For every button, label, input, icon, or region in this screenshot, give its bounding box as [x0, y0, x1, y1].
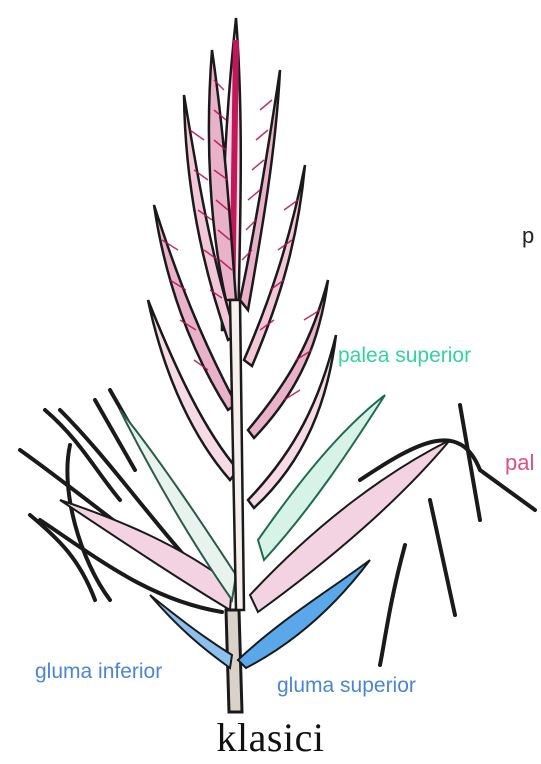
label-gluma-superior: gluma superior [277, 674, 416, 698]
caption: klasici [0, 714, 541, 761]
label-palea-superior: palea superior [338, 344, 471, 368]
label-gluma-inferior: gluma inferior [35, 660, 162, 684]
cut-off-label-pal: pal [505, 450, 534, 476]
florets [148, 18, 336, 610]
cut-off-label-p: p [522, 223, 534, 249]
